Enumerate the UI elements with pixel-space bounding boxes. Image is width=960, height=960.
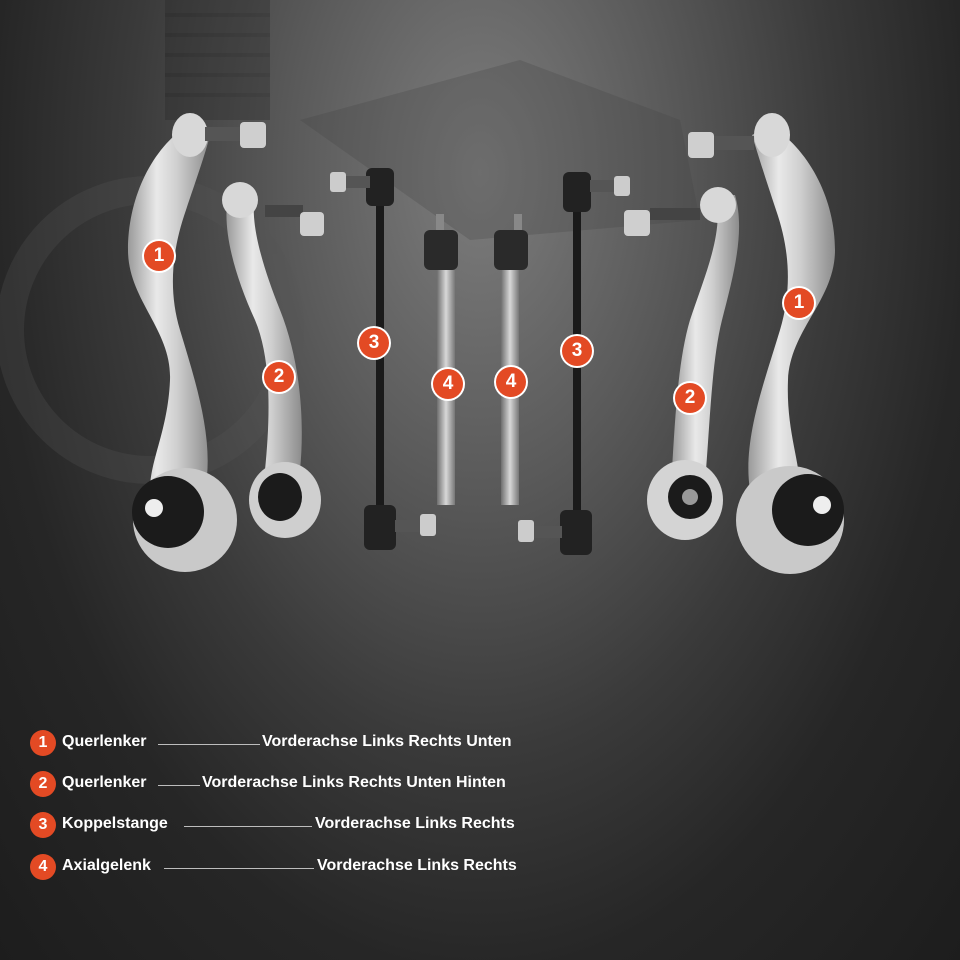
legend-item: 1 Querlenker Vorderachse Links Rechts Un… [30,728,550,758]
legend-part-description: Vorderachse Links Rechts Unten Hinten [202,774,506,791]
badge-tie-rod-left: 4 [433,369,463,399]
legend-item: 4 Axialgelenk Vorderachse Links Rechts [30,852,550,882]
legend-number: 3 [30,812,56,838]
legend-part-description: Vorderachse Links Rechts [317,857,517,874]
legend-part-name: Querlenker [62,774,147,791]
legend-number: 1 [30,730,56,756]
legend-part-description: Vorderachse Links Rechts Unten [262,733,512,750]
legend-part-name: Koppelstange [62,815,168,832]
legend-item: 2 Querlenker Vorderachse Links Rechts Un… [30,769,550,799]
legend-part-description: Vorderachse Links Rechts [315,815,515,832]
legend-item: 3 Koppelstange Vorderachse Links Rechts [30,810,550,840]
badge-stabilizer-link-left: 3 [359,328,389,358]
control-arm-left [128,113,266,572]
badge-rear-control-arm-right: 2 [675,383,705,413]
badge-stabilizer-link-right: 3 [562,336,592,366]
tie-rod-right [494,214,528,505]
background-strut [0,0,700,484]
legend-leader-line [184,826,312,827]
legend-part-name: Querlenker [62,733,147,750]
badge-rear-control-arm-left: 2 [264,362,294,392]
legend-number: 4 [30,854,56,880]
legend-leader-line [158,744,260,745]
rear-control-arm-left [222,182,324,538]
badge-control-arm-right: 1 [784,288,814,318]
tie-rod-left [424,214,458,505]
badge-control-arm-left: 1 [144,241,174,271]
legend-part-name: Axialgelenk [62,857,151,874]
legend-number: 2 [30,771,56,797]
stabilizer-link-left [330,168,436,550]
rear-control-arm-right [624,187,740,540]
legend-leader-line [158,785,200,786]
badge-tie-rod-right: 4 [496,367,526,397]
legend-leader-line [164,868,314,869]
